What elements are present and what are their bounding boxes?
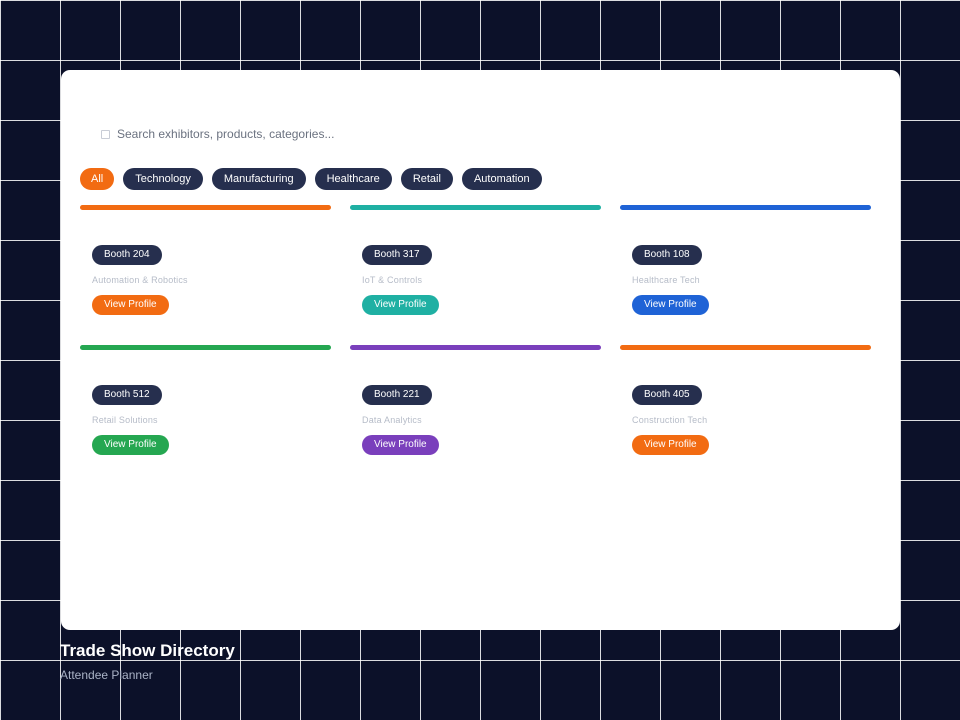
search-input[interactable] xyxy=(117,127,437,141)
filter-chips: All Technology Manufacturing Healthcare … xyxy=(80,168,542,190)
exhibitor-category: Data Analytics xyxy=(362,415,422,425)
card-accent-bar xyxy=(80,205,331,210)
directory-panel: All Technology Manufacturing Healthcare … xyxy=(61,70,900,630)
card-accent-bar xyxy=(350,205,601,210)
filter-chip-healthcare[interactable]: Healthcare xyxy=(314,168,392,190)
page-subtitle: Attendee Planner xyxy=(60,668,153,682)
exhibitor-card: Booth 108 Healthcare Tech View Profile xyxy=(620,205,871,325)
exhibitor-category: IoT & Controls xyxy=(362,275,423,285)
exhibitor-card: Booth 512 Retail Solutions View Profile xyxy=(80,345,331,465)
card-accent-bar xyxy=(80,345,331,350)
booth-badge: Booth 204 xyxy=(92,245,162,265)
view-profile-button[interactable]: View Profile xyxy=(632,295,709,315)
booth-badge: Booth 512 xyxy=(92,385,162,405)
exhibitor-category: Healthcare Tech xyxy=(632,275,700,285)
view-profile-button[interactable]: View Profile xyxy=(362,435,439,455)
booth-badge: Booth 405 xyxy=(632,385,702,405)
page-title: Trade Show Directory xyxy=(60,641,235,660)
filter-chip-automation[interactable]: Automation xyxy=(461,168,542,190)
exhibitor-card: Booth 317 IoT & Controls View Profile xyxy=(350,205,601,325)
exhibitor-card: Booth 204 Automation & Robotics View Pro… xyxy=(80,205,331,325)
card-accent-bar xyxy=(620,345,871,350)
filter-chip-technology[interactable]: Technology xyxy=(123,168,203,190)
view-profile-button[interactable]: View Profile xyxy=(92,295,169,315)
exhibitor-card: Booth 221 Data Analytics View Profile xyxy=(350,345,601,465)
view-profile-button[interactable]: View Profile xyxy=(362,295,439,315)
filter-chip-retail[interactable]: Retail xyxy=(400,168,453,190)
booth-badge: Booth 317 xyxy=(362,245,432,265)
booth-badge: Booth 108 xyxy=(632,245,702,265)
card-accent-bar xyxy=(620,205,871,210)
exhibitor-category: Construction Tech xyxy=(632,415,708,425)
filter-chip-all[interactable]: All xyxy=(80,168,115,190)
search-bar[interactable] xyxy=(101,126,437,142)
filter-chip-manufacturing[interactable]: Manufacturing xyxy=(211,168,306,190)
exhibitor-category: Automation & Robotics xyxy=(92,275,188,285)
search-icon xyxy=(101,129,110,139)
card-accent-bar xyxy=(350,345,601,350)
view-profile-button[interactable]: View Profile xyxy=(632,435,709,455)
booth-badge: Booth 221 xyxy=(362,385,432,405)
view-profile-button[interactable]: View Profile xyxy=(92,435,169,455)
exhibitor-category: Retail Solutions xyxy=(92,415,158,425)
exhibitor-card: Booth 405 Construction Tech View Profile xyxy=(620,345,871,465)
